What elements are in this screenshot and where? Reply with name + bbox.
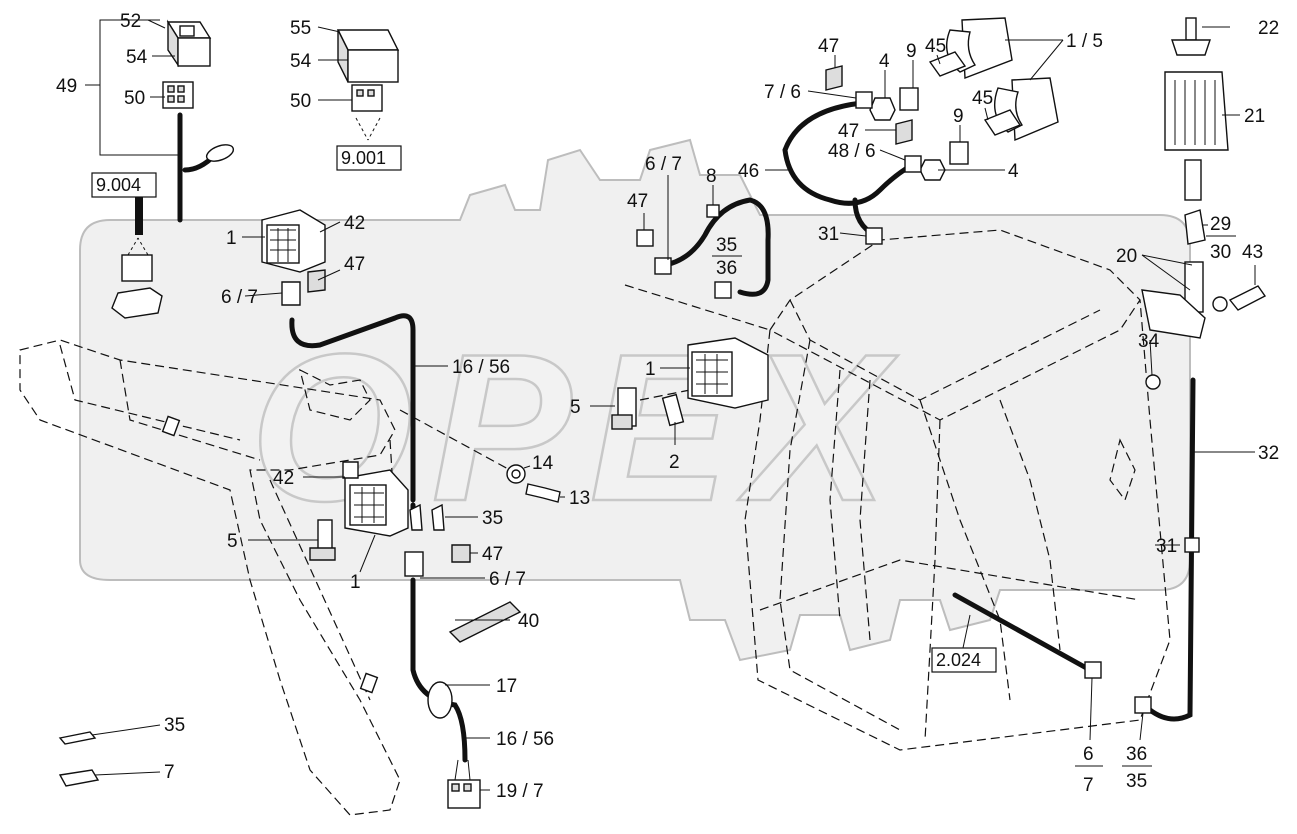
label-22: 22 [1258, 18, 1279, 39]
ref-2024: 2.024 [936, 650, 981, 670]
work-lamp-top-left [261, 209, 326, 306]
work-lamp-center [611, 337, 769, 430]
label-54-b: 54 [290, 51, 312, 72]
label-35-a: 35 [482, 508, 503, 529]
part-labels: 52 54 49 50 55 54 50 47 4 9 45 1 / 5 7 /… [56, 11, 1279, 802]
label-50-b: 50 [290, 91, 311, 112]
label-36-denominator: 36 [716, 258, 737, 279]
label-4-b: 4 [1008, 161, 1019, 182]
ring-terminal-a [205, 144, 235, 162]
label-8: 8 [706, 166, 717, 187]
switch-52-54 [166, 19, 212, 68]
label-9-a: 9 [906, 41, 917, 62]
spot-lamps-top-right [869, 17, 1059, 181]
label-1-a: 1 [226, 228, 237, 249]
label-13: 13 [569, 488, 590, 509]
label-47-b: 47 [838, 121, 859, 142]
label-35-b: 35 [164, 715, 185, 736]
label-31-b: 31 [1156, 536, 1177, 557]
label-34: 34 [1138, 331, 1160, 352]
label-29-numerator: 29 [1210, 214, 1231, 235]
label-46: 46 [738, 161, 759, 182]
label-1-5: 1 / 5 [1066, 31, 1103, 52]
label-47-a: 47 [818, 36, 839, 57]
small-connectors [404, 65, 922, 577]
label-43: 43 [1242, 242, 1263, 263]
cable-clip-40 [427, 601, 522, 719]
beacon-mount [1141, 209, 1267, 339]
label-4-a: 4 [879, 51, 890, 72]
label-36-numerator: 36 [1126, 744, 1147, 765]
switch-55-54 [336, 29, 400, 141]
label-1-c: 1 [350, 572, 361, 593]
label-50-a: 50 [124, 88, 145, 109]
label-55: 55 [290, 18, 311, 39]
label-20: 20 [1116, 246, 1137, 267]
label-16-56-b: 16 / 56 [496, 729, 554, 750]
label-6-7-c: 6 / 7 [489, 569, 526, 590]
boom-outline [19, 339, 401, 816]
label-6-numerator: 6 [1083, 744, 1094, 765]
label-47-c: 47 [627, 191, 648, 212]
leader-lines [85, 19, 1256, 791]
ref-9001: 9.001 [341, 148, 386, 168]
work-lamp-lower-left [309, 461, 409, 561]
label-6-7-a: 6 / 7 [645, 154, 682, 175]
label-52: 52 [120, 11, 141, 32]
label-45-b: 45 [972, 88, 993, 109]
label-7-6: 7 / 6 [764, 82, 801, 103]
label-5-a: 5 [570, 397, 581, 418]
bolt-washer [506, 464, 561, 503]
cables [177, 100, 1196, 763]
label-47-d: 47 [344, 254, 365, 275]
label-42-b: 42 [273, 468, 294, 489]
label-5-b: 5 [227, 531, 238, 552]
label-35-denominator: 35 [1126, 771, 1147, 792]
label-6-7-b: 6 / 7 [221, 287, 258, 308]
label-2: 2 [669, 452, 680, 473]
blade-terminals [58, 731, 100, 787]
connector-50a [162, 81, 194, 109]
label-35-numerator: 35 [716, 235, 737, 256]
label-31-a: 31 [818, 224, 839, 245]
beacon-21-22 [1164, 17, 1229, 201]
label-1-b: 1 [645, 359, 656, 380]
label-7-denominator: 7 [1083, 775, 1094, 796]
label-54-a: 54 [126, 47, 148, 68]
label-17: 17 [496, 676, 517, 697]
label-30-denominator: 30 [1210, 242, 1231, 263]
label-42-a: 42 [344, 213, 365, 234]
plug-9004 [111, 195, 163, 319]
reference-boxes: 9.004 9.001 2.024 [91, 145, 997, 673]
ref-9004: 9.004 [96, 175, 141, 195]
cable-32-ends [1084, 374, 1200, 714]
label-19-7: 19 / 7 [496, 781, 544, 802]
label-9-b: 9 [953, 106, 964, 127]
guide-lines [389, 284, 771, 521]
label-32: 32 [1258, 443, 1279, 464]
label-21: 21 [1244, 106, 1265, 127]
label-16-56-a: 16 / 56 [452, 357, 510, 378]
label-40: 40 [518, 611, 539, 632]
cab-frame [744, 229, 1171, 751]
label-7: 7 [164, 762, 175, 783]
label-45-a: 45 [925, 36, 946, 57]
label-47-e: 47 [482, 544, 503, 565]
label-49: 49 [56, 76, 77, 97]
label-48-6: 48 / 6 [828, 141, 876, 162]
plug-19-7 [447, 759, 481, 809]
label-14: 14 [532, 453, 554, 474]
